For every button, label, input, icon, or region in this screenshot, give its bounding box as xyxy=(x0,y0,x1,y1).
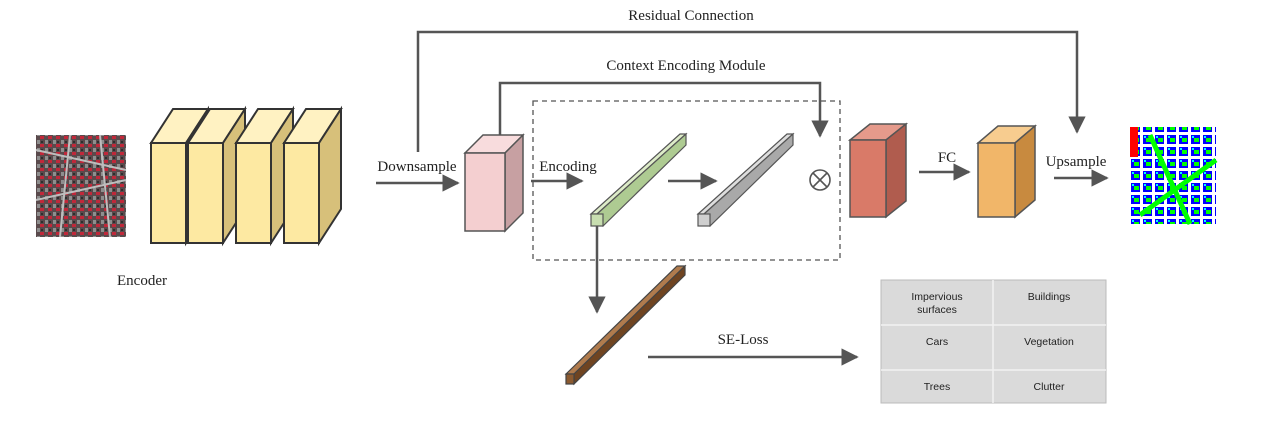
residual-connection-arrow xyxy=(416,30,1086,152)
class-cell-vegetation: Vegetation xyxy=(1024,336,1074,348)
class-table: Impervious surfaces Buildings Cars Veget… xyxy=(880,279,1107,404)
context-encoding-arrow xyxy=(498,81,829,138)
context-encoding-module-box xyxy=(532,100,841,261)
encoder-blocks xyxy=(149,105,343,247)
class-cell-cars: Cars xyxy=(926,336,948,348)
downsample-label: Downsample xyxy=(377,159,456,175)
encoding-bar xyxy=(589,132,688,228)
se-loss-label: SE-Loss xyxy=(718,332,769,348)
fc-output-block xyxy=(975,124,1038,219)
encoded-bar xyxy=(696,132,795,228)
se-loss-bar xyxy=(564,264,687,386)
input-image xyxy=(35,134,127,238)
attention-output-block xyxy=(847,122,909,219)
multiply-icon xyxy=(809,169,831,191)
context-encoding-label: Context Encoding Module xyxy=(606,58,765,74)
class-cell-impervious-line2: surfaces xyxy=(917,304,957,316)
encoder-block xyxy=(282,105,343,247)
class-cell-impervious-line1: Impervious xyxy=(911,291,962,303)
encoder-label: Encoder xyxy=(117,273,167,289)
class-cell-trees: Trees xyxy=(924,381,950,393)
encoding-label: Encoding xyxy=(539,159,597,175)
fc-label: FC xyxy=(938,150,956,166)
residual-connection-label: Residual Connection xyxy=(628,8,754,24)
segmentation-output-image xyxy=(1130,127,1218,226)
class-cell-clutter: Clutter xyxy=(1034,381,1065,393)
downsample-block xyxy=(463,133,525,233)
upsample-label: Upsample xyxy=(1046,154,1107,170)
class-cell-buildings: Buildings xyxy=(1028,291,1071,303)
